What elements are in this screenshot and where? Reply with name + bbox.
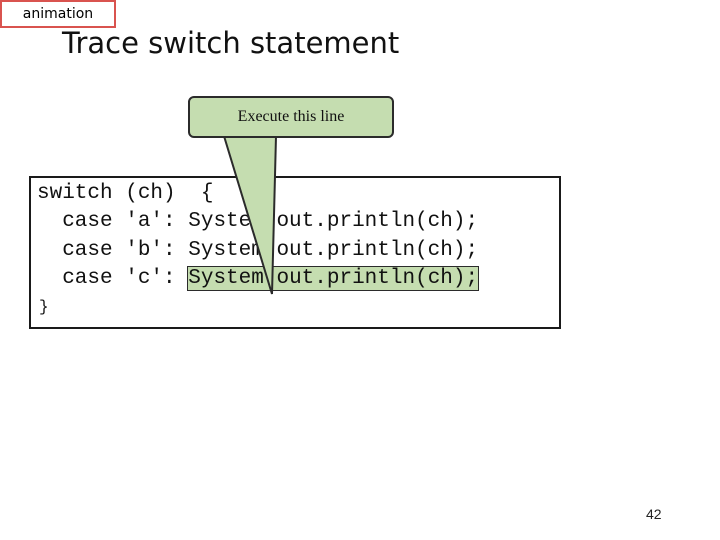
code-line-1: switch (ch) { bbox=[37, 180, 213, 208]
code-line-3: case 'b': System.out.println(ch); bbox=[37, 237, 478, 265]
animation-badge: animation bbox=[0, 0, 116, 28]
code-box bbox=[29, 176, 561, 329]
code-statement: System.out.println(ch); bbox=[175, 210, 479, 233]
code-keyword: case bbox=[37, 267, 113, 290]
code-char-literal: 'b': bbox=[112, 239, 176, 262]
code-char-literal: 'c': bbox=[112, 267, 176, 290]
closing-brace: } bbox=[39, 298, 49, 316]
code-keyword: switch bbox=[37, 182, 113, 205]
callout-text: Execute this line bbox=[237, 108, 345, 125]
highlighted-statement: System.out.println(ch); bbox=[187, 266, 480, 291]
code-line-2: case 'a': System.out.println(ch); bbox=[37, 208, 478, 236]
callout-box: Execute this line bbox=[188, 96, 394, 138]
page-number: 42 bbox=[646, 506, 662, 522]
code-text: (ch) { bbox=[112, 182, 214, 205]
animation-badge-label: animation bbox=[22, 6, 94, 22]
code-statement: System.out.println(ch); bbox=[175, 239, 479, 262]
code-char-literal: 'a': bbox=[112, 210, 176, 233]
code-keyword: case bbox=[37, 239, 113, 262]
slide-title: Trace switch statement bbox=[62, 26, 400, 60]
code-line-4: case 'c': System.out.println(ch); bbox=[37, 265, 480, 293]
code-keyword: case bbox=[37, 210, 113, 233]
